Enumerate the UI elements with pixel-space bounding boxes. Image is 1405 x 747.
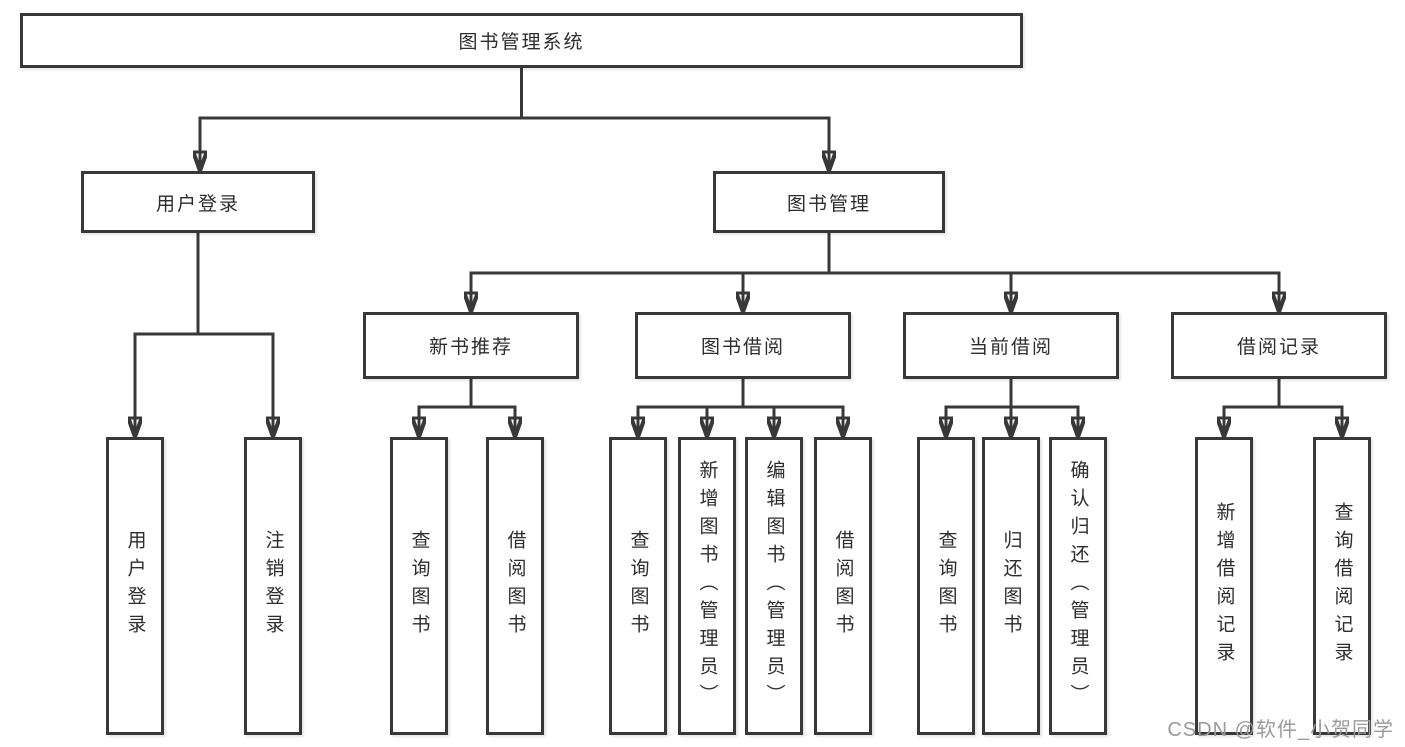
leaf-logout: 注销登录 [244, 437, 302, 735]
csdn-watermark: CSDN @软件_小贺同学 [1167, 719, 1394, 741]
leaf-bb-edit-books-admin: 编辑图书（管理员） [745, 437, 803, 735]
node-system-root: 图书管理系统 [20, 13, 1023, 68]
node-book-borrow: 图书借阅 [635, 312, 851, 379]
leaf-br-query-record: 查询借阅记录 [1313, 437, 1371, 735]
node-new-book-recommend: 新书推荐 [363, 312, 579, 379]
leaf-nbr-borrow-books: 借阅图书 [486, 437, 544, 735]
leaf-bb-add-books-admin: 新增图书（管理员） [678, 437, 736, 735]
node-current-borrow: 当前借阅 [903, 312, 1119, 379]
leaf-cb-confirm-return-admin: 确认归还（管理员） [1049, 437, 1107, 735]
leaf-bb-query-books: 查询图书 [609, 437, 667, 735]
leaf-bb-borrow-books: 借阅图书 [814, 437, 872, 735]
node-borrow-records: 借阅记录 [1171, 312, 1387, 379]
node-user-login: 用户登录 [81, 171, 315, 233]
leaf-cb-return-books: 归还图书 [982, 437, 1040, 735]
leaf-nbr-query-books: 查询图书 [390, 437, 448, 735]
node-book-management: 图书管理 [713, 171, 945, 233]
leaf-user-login: 用户登录 [106, 437, 164, 735]
leaf-cb-query-books: 查询图书 [917, 437, 975, 735]
leaf-br-add-record: 新增借阅记录 [1195, 437, 1253, 735]
